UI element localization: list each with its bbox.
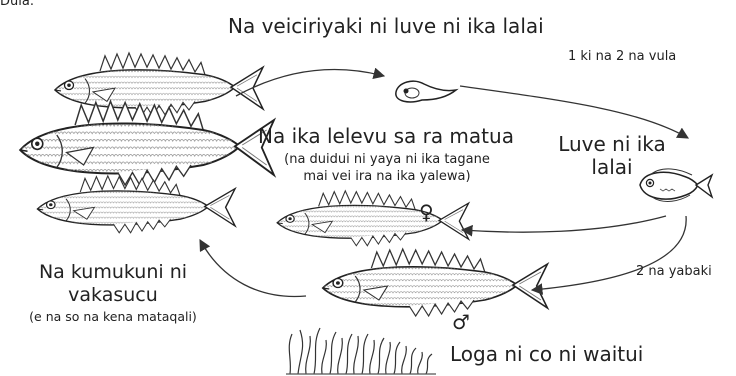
header-fragment: Dula. <box>0 0 34 9</box>
egg-stage-label: Na veiciriyaki ni luve ni ika lalai <box>228 14 544 38</box>
spawning-fish-male <box>323 249 548 316</box>
spawning-fish-female <box>277 191 468 246</box>
duration-2-label: 2 na yabaki <box>636 264 712 279</box>
adult-note-line2: mai vei ira na ika yalewa) <box>265 169 509 184</box>
spawning-label-line2: vakasucu <box>8 284 218 306</box>
arrow-juvenile-to-female <box>462 216 666 232</box>
adult-fish-large <box>20 101 274 185</box>
adult-fish-bottom <box>38 176 236 233</box>
female-symbol: ♀ <box>419 200 434 224</box>
spawning-note: (e na so na kena mataqali) <box>8 309 218 324</box>
larva-label-line1: Luve ni ika <box>552 132 672 156</box>
spawning-label-line1: Na kumukuni ni <box>8 261 218 283</box>
adult-fish-top <box>55 53 263 117</box>
adult-note-line1: (na duidui ni yaya ni ika tagane <box>265 152 509 167</box>
seagrass-icon <box>286 328 436 374</box>
duration-1-label: 1 ki na 2 na vula <box>568 49 676 64</box>
seagrass-label: Loga ni co ni waitui <box>450 342 643 366</box>
male-symbol: ♂ <box>452 310 470 334</box>
adult-title: Na ika lelevu sa ra matua <box>258 124 514 148</box>
egg-larva-icon <box>396 81 456 102</box>
larva-label-line2: lalai <box>552 155 672 179</box>
